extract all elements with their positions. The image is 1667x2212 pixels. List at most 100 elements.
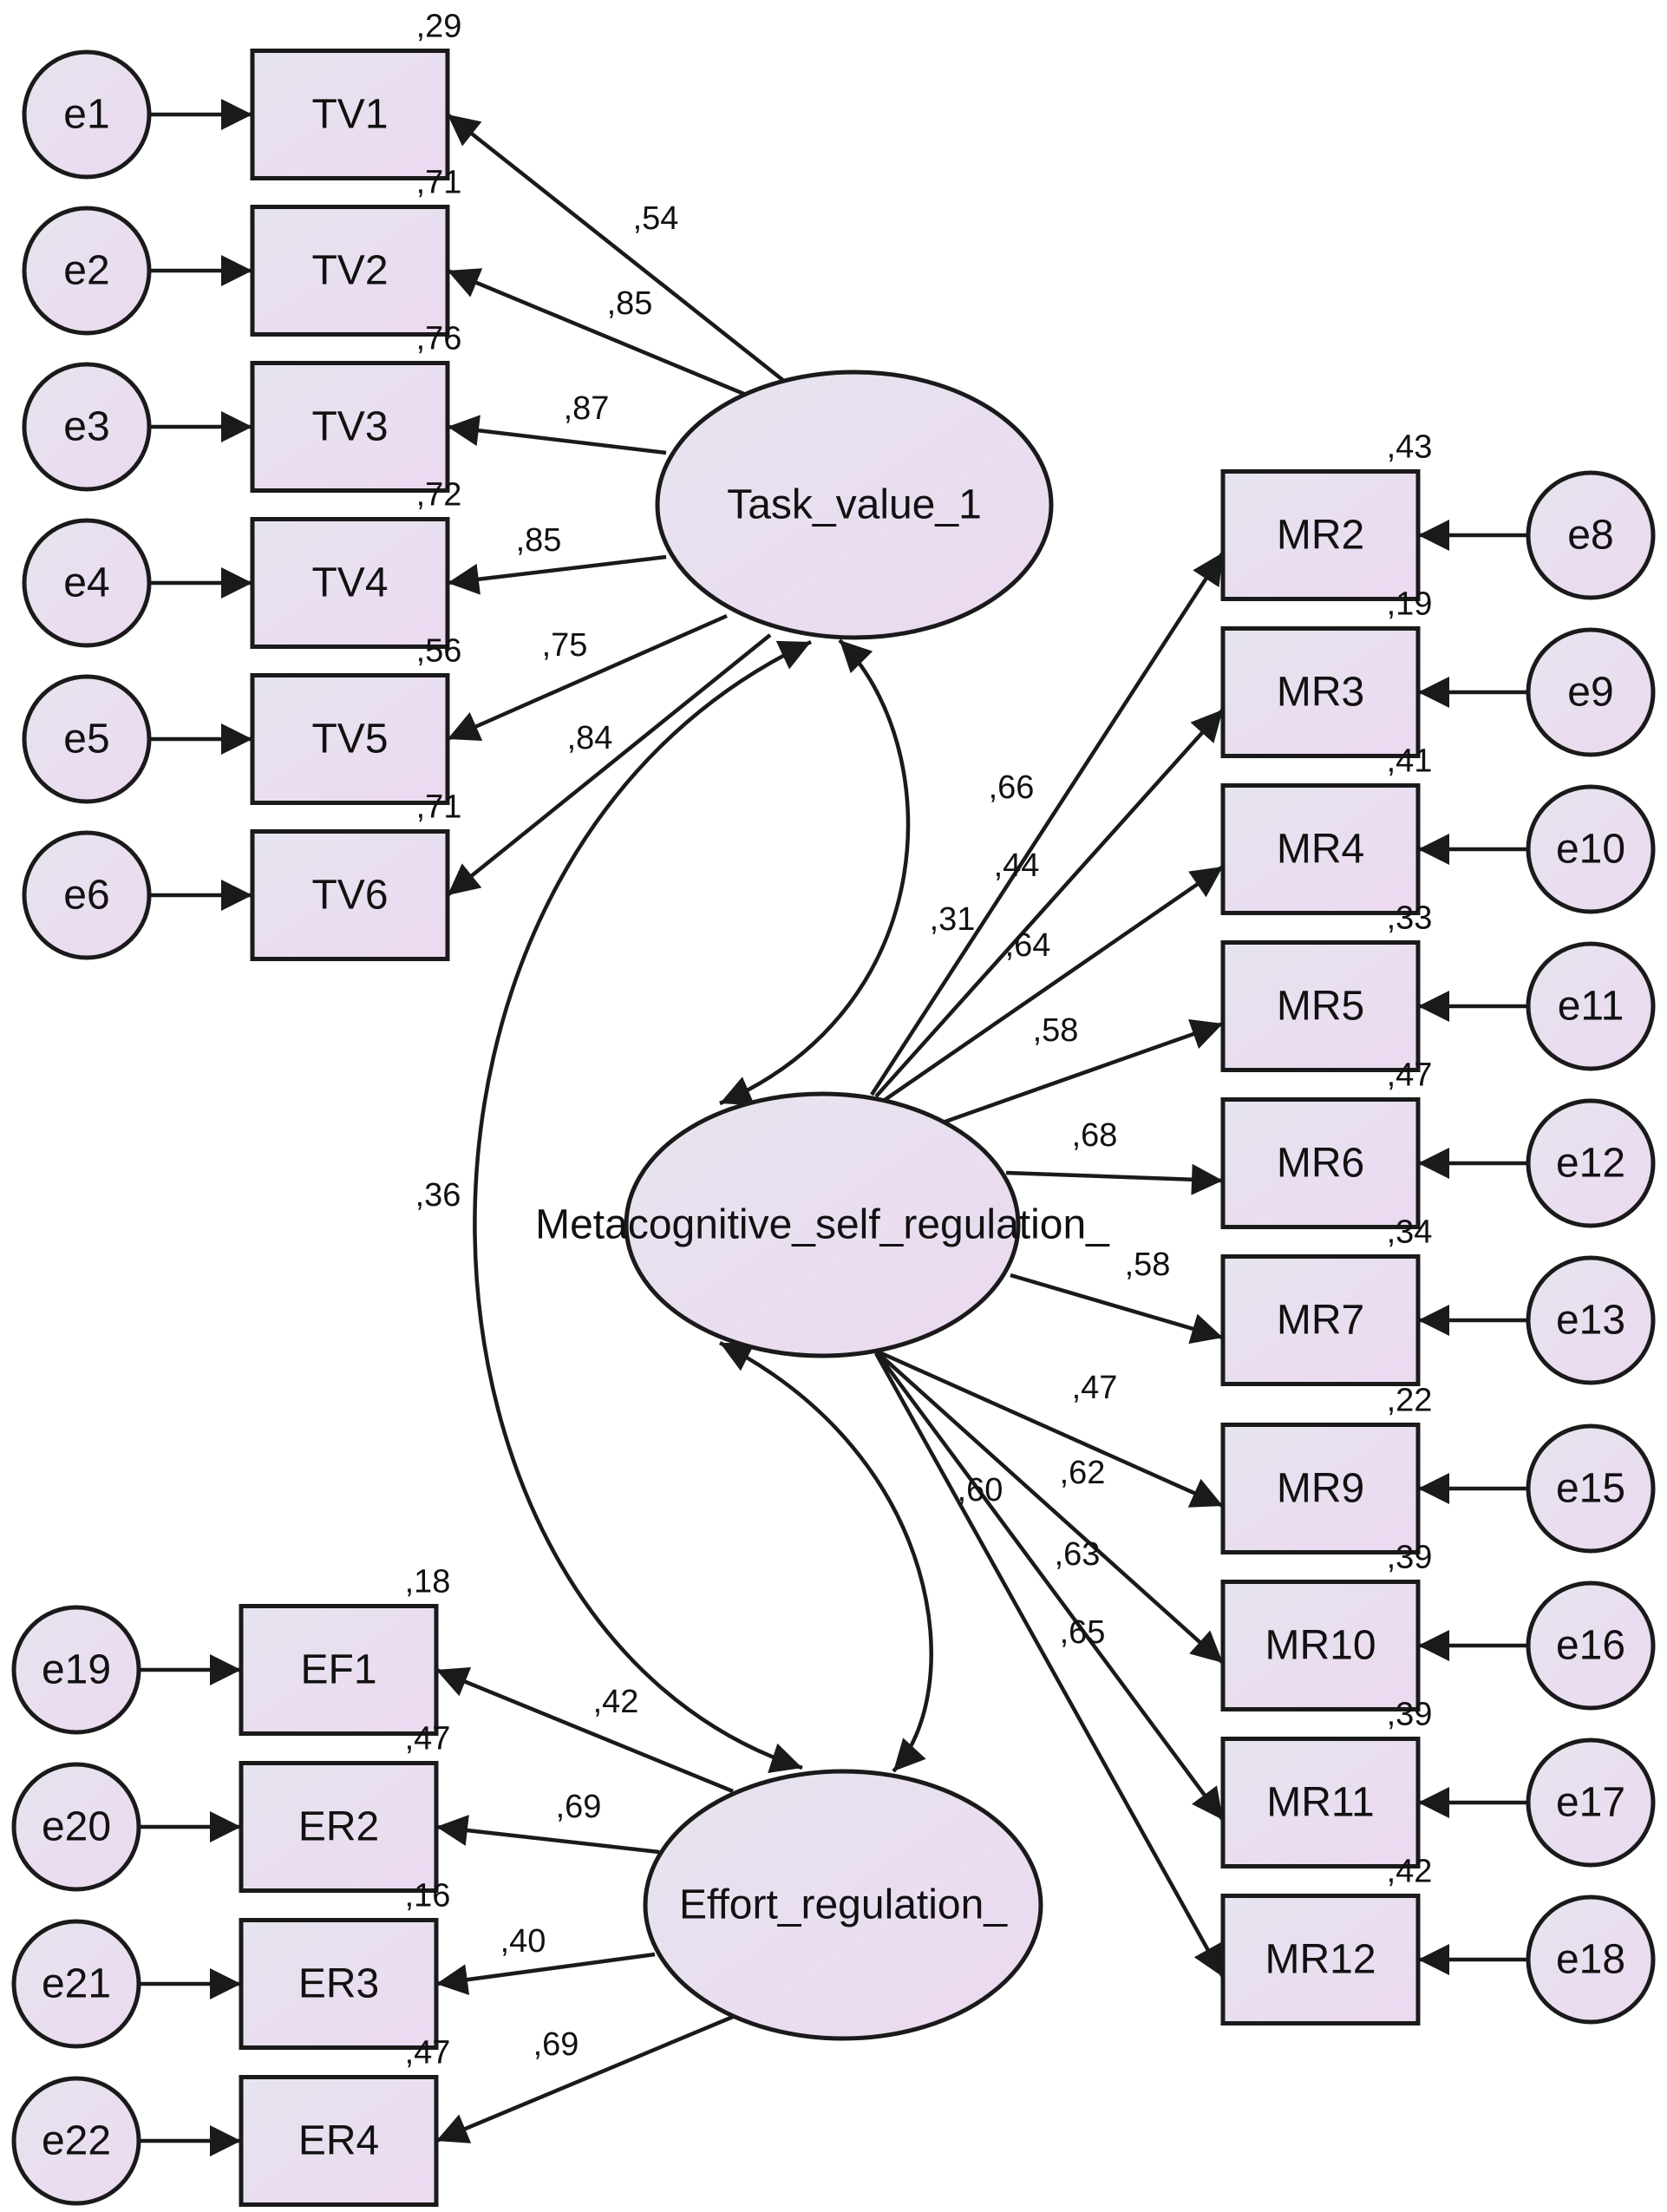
indicator-box (1220, 1423, 1421, 1554)
indicator-box (1220, 783, 1421, 915)
loading-label: ,58 (1125, 1247, 1171, 1283)
error-circle (22, 206, 152, 336)
error-circle (22, 674, 152, 804)
r-squared-label: ,34 (1387, 1214, 1433, 1251)
indicator-label: MR7 (1277, 1298, 1364, 1344)
mr-loading-path (927, 1019, 1224, 1130)
error-label: e10 (1556, 827, 1625, 873)
mr-loading-path (874, 1351, 1225, 1979)
mr-loading-path (874, 1350, 1225, 1822)
error-label: e20 (42, 1804, 111, 1850)
r-squared-label: ,72 (416, 477, 462, 514)
error-label: e6 (63, 873, 109, 919)
indicator-box (239, 1918, 439, 2050)
r-squared-label: ,18 (405, 1564, 451, 1600)
error-circle (11, 1605, 141, 1735)
indicator-box (1220, 1097, 1421, 1229)
indicator-box (1220, 469, 1421, 601)
mr-loading-path (873, 1348, 1225, 1665)
corr-mr-er-arc (718, 1340, 933, 1773)
r-squared-label: ,16 (405, 1878, 451, 1914)
mr-loading-path (870, 551, 1225, 1096)
loading-label: ,62 (1060, 1455, 1106, 1491)
indicator-box (1220, 1580, 1421, 1711)
loading-label: ,58 (1033, 1012, 1079, 1049)
indicator-label: MR4 (1277, 827, 1364, 873)
error-label: e17 (1556, 1780, 1625, 1826)
tv-loading-path (447, 268, 757, 402)
latent-metacognitive-label: Metacognitive_self_regulation_ (535, 1202, 1110, 1248)
indicator-label: TV5 (311, 717, 388, 762)
error-circle (1526, 1098, 1656, 1228)
error-label: e21 (42, 1961, 111, 2007)
error-circle (1526, 1895, 1656, 2025)
latent-effort: Effort_regulation_ (643, 1769, 1043, 2041)
error-circle (22, 49, 152, 180)
loading-label: ,63 (1055, 1536, 1101, 1573)
error-label: e15 (1556, 1466, 1625, 1512)
indicator-label: MR6 (1277, 1141, 1364, 1187)
r-squared-label: ,19 (1387, 586, 1433, 623)
indicator-label: TV3 (311, 404, 388, 450)
error-label: e16 (1556, 1623, 1625, 1669)
indicator-box (1220, 1254, 1421, 1386)
mr-loading-path (1010, 1273, 1224, 1345)
error-circle (11, 1762, 141, 1892)
error-label: e3 (63, 404, 109, 450)
mr-loading-path (874, 708, 1225, 1098)
r-squared-label: ,41 (1387, 743, 1433, 780)
indicator-label: ER3 (298, 1961, 379, 2007)
loading-label: ,69 (556, 1789, 602, 1825)
error-circle (1526, 941, 1656, 1071)
indicator-label: MR12 (1265, 1937, 1376, 1983)
loading-label: ,68 (1072, 1117, 1118, 1154)
tv-loading-path (447, 415, 667, 455)
er-loading-path (435, 1815, 660, 1855)
loading-label: ,75 (542, 627, 588, 664)
error-label: e19 (42, 1647, 111, 1693)
loading-label: ,65 (1060, 1614, 1106, 1651)
loading-label: ,87 (564, 390, 610, 427)
indicator-box (250, 205, 450, 337)
tv-loading-path (447, 613, 728, 742)
r-squared-label: ,33 (1387, 900, 1433, 937)
error-label: e4 (63, 560, 109, 606)
error-label: e9 (1567, 670, 1613, 716)
r-squared-label: ,47 (405, 2035, 451, 2071)
r-squared-label: ,43 (1387, 429, 1433, 466)
indicator-box (239, 1604, 439, 1736)
error-label: e2 (63, 248, 109, 294)
error-label: e22 (42, 2118, 111, 2164)
nodes-layer: TV1e1,29,54TV2e2,71,85TV3e3,76,87TV4e4,7… (11, 9, 1656, 2207)
mr-loading-path (883, 865, 1225, 1102)
r-squared-label: ,22 (1387, 1383, 1433, 1419)
indicator-box (250, 673, 450, 805)
tv-loading-path (446, 633, 772, 897)
indicator-label: EF1 (300, 1647, 376, 1693)
r-squared-label: ,42 (1387, 1854, 1433, 1890)
error-label: e5 (63, 717, 109, 762)
error-circle (11, 2076, 141, 2206)
error-circle (1526, 1738, 1656, 1868)
error-label: e12 (1556, 1141, 1625, 1187)
loading-label: ,84 (567, 720, 613, 756)
latent-task-value: Task_value_1 (655, 370, 1054, 640)
indicator-box (1220, 626, 1421, 758)
r-squared-label: ,39 (1387, 1540, 1433, 1576)
indicator-label: TV4 (311, 560, 388, 606)
corr-mr-er-label: ,60 (958, 1472, 1003, 1508)
error-label: e1 (63, 92, 109, 138)
er-loading-path (435, 1666, 734, 1794)
indicator-box (1220, 940, 1421, 1072)
indicator-label: MR2 (1277, 513, 1364, 559)
error-circle (1526, 1580, 1656, 1711)
indicator-label: MR3 (1277, 670, 1364, 716)
r-squared-label: ,71 (416, 165, 462, 201)
error-circle (22, 518, 152, 648)
corr-tv-er-label: ,36 (415, 1177, 461, 1214)
latent-metacognitive: Metacognitive_self_regulation_ (535, 1091, 1110, 1358)
indicator-label: MR9 (1277, 1466, 1364, 1512)
r-squared-label: ,71 (416, 789, 462, 826)
indicator-box (1220, 1894, 1421, 2025)
